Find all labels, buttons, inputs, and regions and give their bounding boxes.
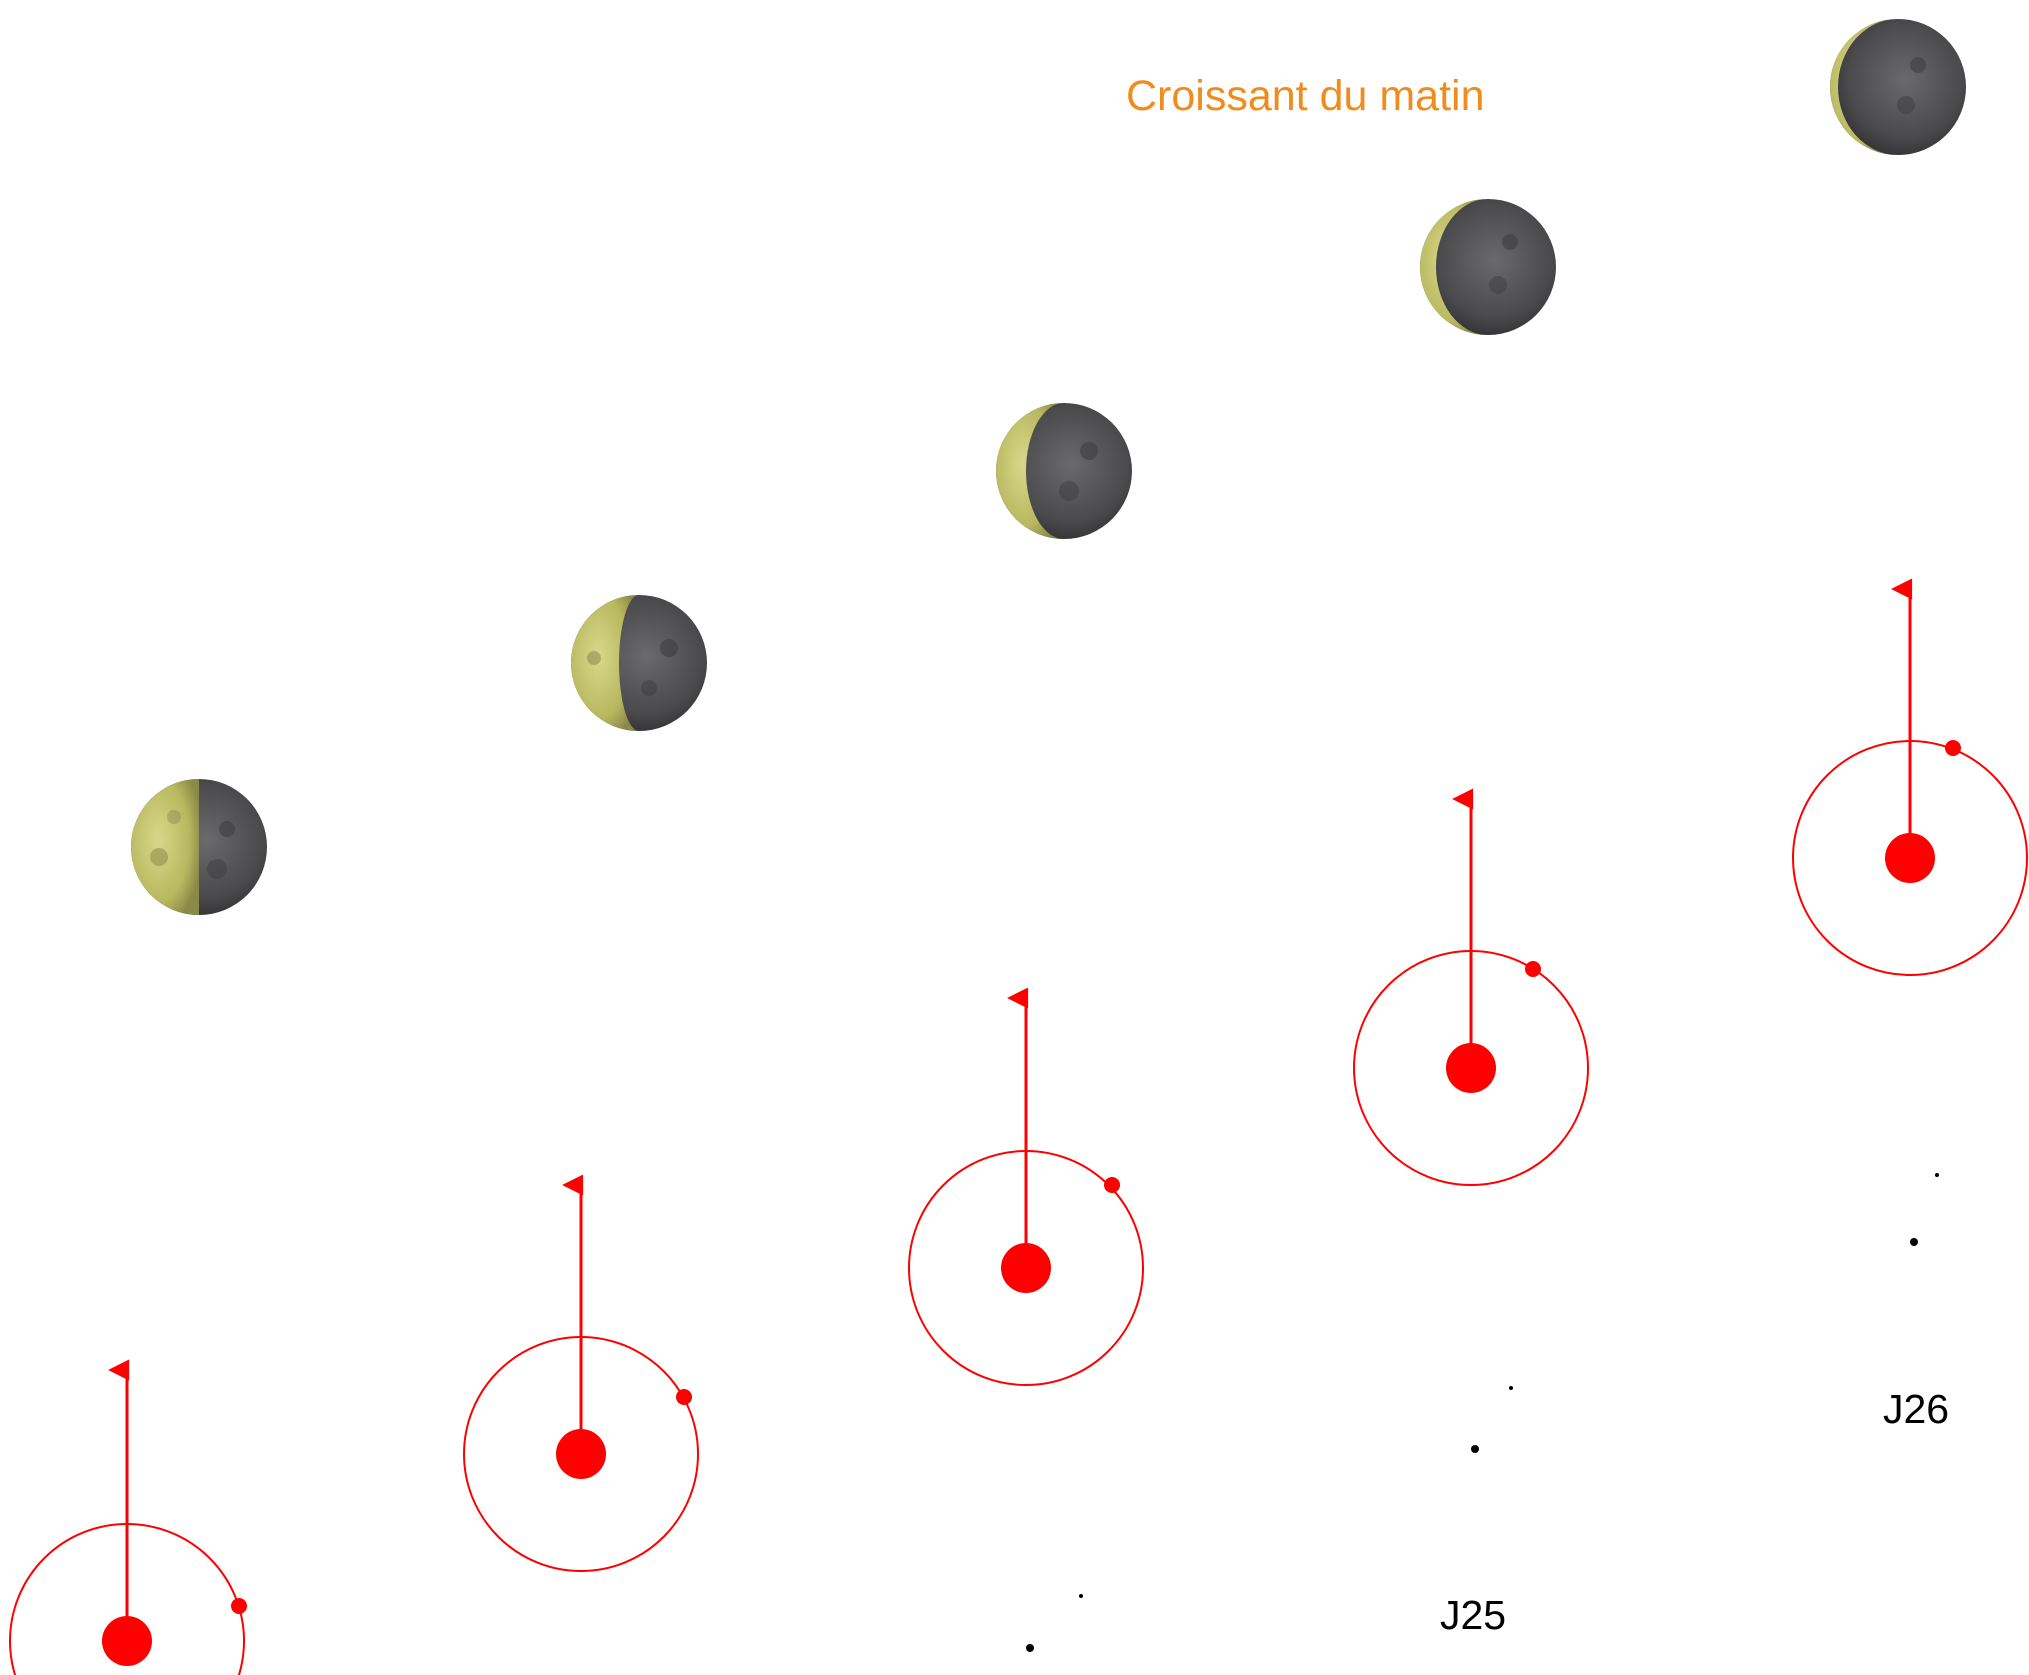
orbit-diagram-4 — [1353, 788, 1589, 1186]
moon-position-dot — [676, 1389, 692, 1405]
star-dot — [1509, 1386, 1513, 1390]
star-dot — [1079, 1594, 1083, 1598]
day-label-j26: J26 — [1883, 1386, 1950, 1432]
star-dot — [1935, 1173, 1939, 1177]
earth-dot — [1446, 1043, 1496, 1093]
diagram-title: Croissant du matin — [1126, 72, 1485, 120]
earth-dot — [1001, 1243, 1051, 1293]
orbit-diagram-1 — [9, 1359, 247, 1675]
moon-position-dot — [231, 1598, 247, 1614]
star-dot — [1910, 1238, 1918, 1246]
moon-phase-4 — [1420, 199, 1556, 335]
sky-markers — [1026, 1173, 1939, 1652]
moon-phase-2 — [571, 595, 707, 731]
star-dot — [1026, 1644, 1034, 1652]
moon-phase-5 — [1830, 19, 1966, 155]
moon-position-dot — [1104, 1177, 1120, 1193]
moon-position-dot — [1945, 740, 1961, 756]
orbit-diagram-3 — [908, 987, 1144, 1386]
earth-dot — [556, 1429, 606, 1479]
orbit-diagram-5 — [1792, 578, 2028, 976]
orbit-diagram-2 — [463, 1174, 699, 1572]
moon-phase-3 — [996, 403, 1132, 539]
day-label-j25: J25 — [1440, 1592, 1507, 1638]
moon-phase-1 — [131, 779, 267, 915]
earth-dot — [1885, 833, 1935, 883]
moon-position-dot — [1525, 961, 1541, 977]
star-dot — [1471, 1445, 1479, 1453]
earth-dot — [102, 1616, 152, 1666]
